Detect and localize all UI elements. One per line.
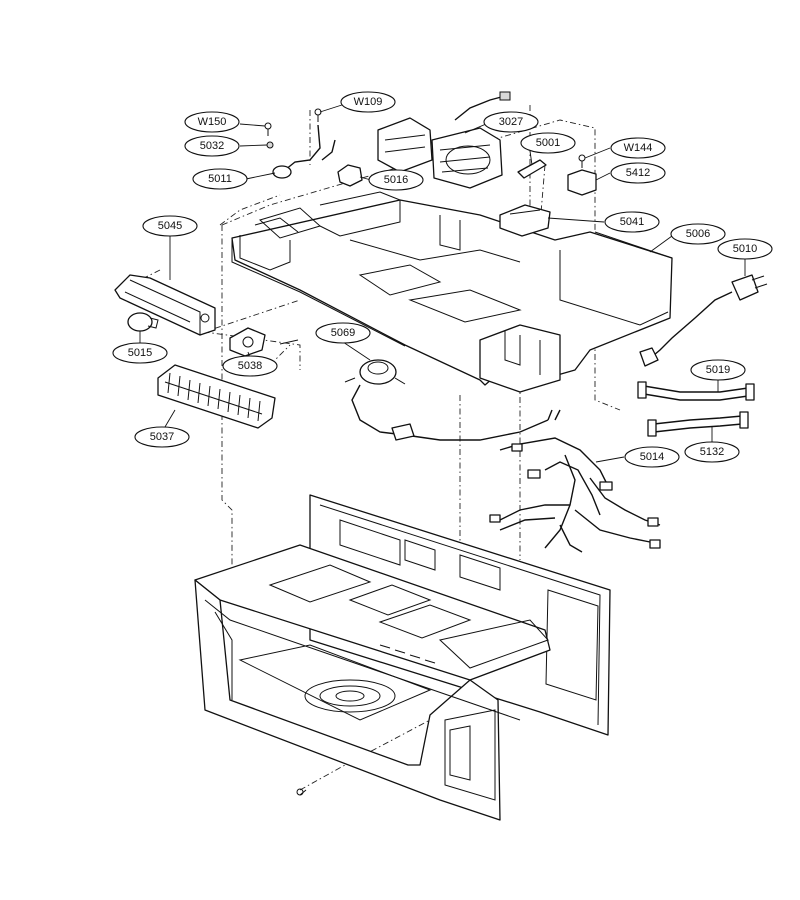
callout-5019: 5019	[690, 359, 746, 381]
callout-label: 5010	[733, 243, 757, 255]
leader-lines	[139, 103, 746, 463]
callout-label: W109	[354, 96, 383, 108]
callout-5001: 5001	[520, 132, 576, 154]
callout-5069: 5069	[315, 322, 371, 344]
callout-5006: 5006	[670, 223, 726, 245]
callout-5037: 5037	[134, 426, 190, 448]
callout-bubble	[112, 342, 168, 364]
callout-label: 5016	[384, 174, 408, 186]
wire-assembly-5132-part	[647, 411, 749, 437]
callout-label: 5412	[626, 167, 650, 179]
callout-label: 3027	[499, 116, 523, 128]
callout-label: W150	[198, 116, 227, 128]
callout-5041: 5041	[604, 211, 660, 233]
callout-5014: 5014	[624, 446, 680, 468]
microwave-chassis-part	[194, 494, 611, 821]
callout-label: 5011	[208, 173, 232, 185]
callout-3027: 3027	[483, 111, 539, 133]
callout-bubble	[315, 322, 371, 344]
callout-bubble	[670, 223, 726, 245]
callout-5016: 5016	[368, 169, 424, 191]
callout-bubble	[222, 355, 278, 377]
callout-w144: W144	[610, 137, 666, 159]
callout-5032: 5032	[184, 135, 240, 157]
callout-w109: W109	[340, 91, 396, 113]
callout-bubble	[142, 215, 198, 237]
callout-w150: W150	[184, 111, 240, 133]
lamp-bulb-part	[127, 312, 159, 332]
callout-bubble	[684, 441, 740, 463]
small-parts-top-left	[264, 108, 363, 187]
lamp-socket-part	[229, 327, 299, 357]
callout-bubble	[184, 111, 240, 133]
callout-5045: 5045	[142, 215, 198, 237]
callout-label: 5006	[686, 228, 710, 240]
wire-harness-part	[489, 437, 661, 553]
lamp-housing-part	[114, 274, 216, 336]
callout-bubble	[520, 132, 576, 154]
callout-bubble	[192, 168, 248, 190]
wire-assembly-5019-part	[637, 381, 755, 401]
callout-bubble	[690, 359, 746, 381]
callout-label: 5038	[238, 360, 262, 372]
callout-bubble	[184, 135, 240, 157]
callout-label: 5015	[128, 347, 152, 359]
callout-5412: 5412	[610, 162, 666, 184]
callout-5132: 5132	[684, 441, 740, 463]
callout-label: 5032	[200, 140, 224, 152]
callout-bubble	[717, 238, 773, 260]
callout-bubble	[340, 91, 396, 113]
callout-bubble	[604, 211, 660, 233]
callout-5011: 5011	[192, 168, 248, 190]
callout-bubble	[483, 111, 539, 133]
power-cord-part	[639, 274, 768, 367]
callout-5015: 5015	[112, 342, 168, 364]
small-parts-top-right	[499, 154, 597, 237]
callout-5038: 5038	[222, 355, 278, 377]
turntable-motor-part	[344, 359, 561, 441]
callout-label: 5069	[331, 327, 355, 339]
callout-label: 5001	[536, 137, 560, 149]
callout-bubble	[610, 162, 666, 184]
callout-label: 5037	[150, 431, 174, 443]
fan-motor-part	[377, 91, 511, 189]
callout-label: W144	[624, 142, 653, 154]
callout-label: 5019	[706, 364, 730, 376]
callout-bubble	[624, 446, 680, 468]
callout-label: 5045	[158, 220, 182, 232]
callout-bubble	[368, 169, 424, 191]
callout-label: 5132	[700, 446, 724, 458]
callout-bubble	[610, 137, 666, 159]
callout-5010: 5010	[717, 238, 773, 260]
callout-bubble	[134, 426, 190, 448]
vent-grille-part	[157, 364, 276, 429]
upper-frame-part	[231, 191, 673, 393]
callout-label: 5041	[620, 216, 644, 228]
callout-label: 5014	[640, 451, 664, 463]
